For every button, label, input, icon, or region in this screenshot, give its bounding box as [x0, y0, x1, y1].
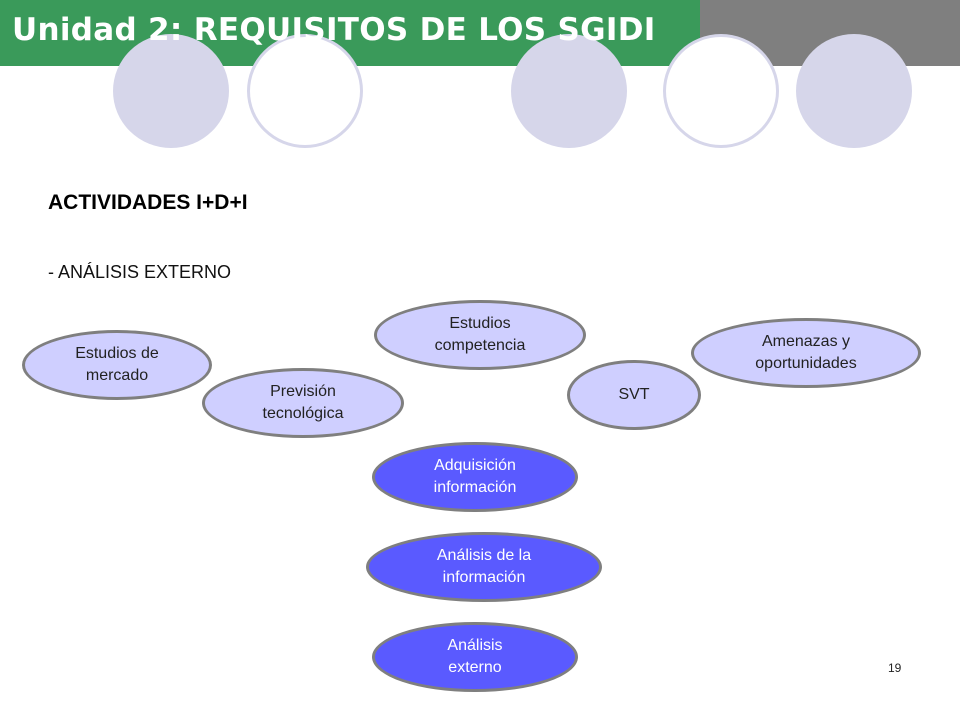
node-analisis-informacion: Análisis de la información — [366, 532, 602, 602]
node-adquisicion-informacion: Adquisición información — [372, 442, 578, 512]
decorative-circle — [796, 34, 912, 148]
section-subtitle: - ANÁLISIS EXTERNO — [48, 262, 232, 282]
node-estudios-mercado: Estudios de mercado — [22, 330, 212, 400]
node-label: SVT — [618, 385, 650, 403]
node-label: Estudios competencia — [434, 314, 526, 354]
node-svt: SVT — [567, 360, 701, 430]
slide-title: Unidad 2: REQUISITOS DE LOS SGIDI — [12, 12, 656, 48]
decorative-ring — [247, 34, 363, 148]
node-prevision-tecnologica: Previsión tecnológica — [202, 368, 404, 438]
page-number: 19 — [888, 661, 902, 675]
decorative-ring — [663, 34, 779, 148]
decorative-circle — [113, 34, 229, 148]
node-label: Estudios de mercado — [75, 344, 159, 384]
node-label: Amenazas y oportunidades — [755, 332, 857, 372]
node-label: Adquisición información — [433, 456, 517, 496]
decorative-circle — [511, 34, 627, 148]
node-analisis-externo: Análisis externo — [372, 622, 578, 692]
node-label: Previsión tecnológica — [262, 382, 344, 422]
node-label: Análisis de la información — [436, 546, 532, 586]
section-title: ACTIVIDADES I+D+I — [48, 191, 248, 214]
node-label: Análisis externo — [447, 636, 503, 676]
node-amenazas-oportunidades: Amenazas y oportunidades — [691, 318, 921, 388]
node-estudios-competencia: Estudios competencia — [374, 300, 586, 370]
